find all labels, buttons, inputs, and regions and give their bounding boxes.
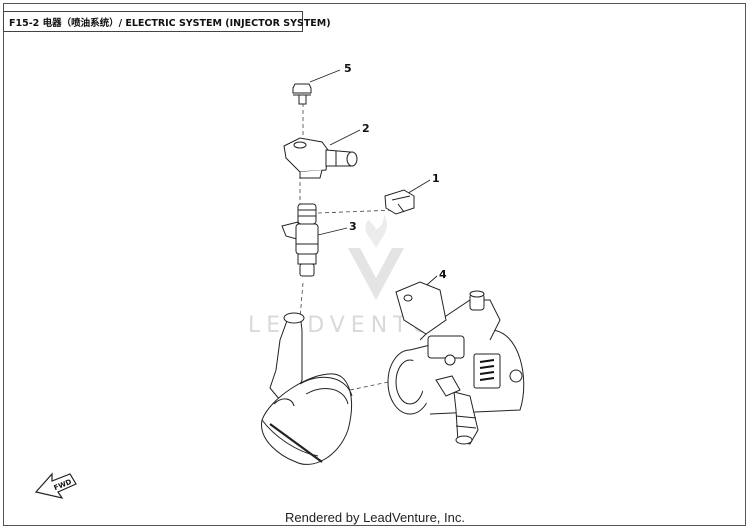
page-title: F15-2 电器（喷油系统）/ ELECTRIC SYSTEM (INJECTO… <box>9 17 331 29</box>
spigot-rib-2 <box>455 425 477 429</box>
retaining-clip-part-1 <box>384 189 415 215</box>
leader-1 <box>404 179 431 196</box>
watermark-flame-logo <box>365 214 387 248</box>
footer-text: Rendered by LeadVenture, Inc. <box>285 510 465 525</box>
callout-1[interactable]: 1 <box>432 172 440 185</box>
callout-5[interactable]: 5 <box>344 62 352 75</box>
throttle-lower-spigot <box>453 391 479 445</box>
leader-injector-to-intake <box>299 282 304 319</box>
throttle-pulley <box>509 369 523 383</box>
throttle-label-area <box>473 353 501 389</box>
watermark-v-logo <box>348 248 404 300</box>
fuel-nipple-end <box>346 151 358 167</box>
throttle-body-part-4 <box>387 281 525 445</box>
callout-4[interactable]: 4 <box>439 268 447 281</box>
fuel-injector-part-3 <box>281 203 319 277</box>
leader-lines <box>299 103 399 391</box>
idle-valve-cap <box>469 290 485 298</box>
throttle-side-boss <box>435 375 461 397</box>
leader-5 <box>309 69 341 83</box>
throttle-screw <box>444 354 456 366</box>
leader-3 <box>317 227 348 236</box>
injector-lower <box>297 253 317 265</box>
bolt-shank <box>298 94 307 105</box>
clip-edge <box>391 195 411 201</box>
forward-arrow-icon: FWD <box>34 472 77 499</box>
throttle-sensor <box>427 335 465 359</box>
diagram-frame <box>3 3 746 526</box>
injector-clamp-part-2 <box>283 137 358 179</box>
callout-3[interactable]: 3 <box>349 220 357 233</box>
bolt-part-5 <box>292 83 312 105</box>
callout-leaders <box>309 69 438 299</box>
injector-body <box>295 223 319 255</box>
callout-2[interactable]: 2 <box>362 122 370 135</box>
boot-rib-2 <box>305 388 349 405</box>
clamp-bolt-hole <box>293 141 307 149</box>
boot-flange <box>269 423 323 463</box>
intake-manifold <box>261 312 353 465</box>
injector-nozzle <box>299 263 315 277</box>
bracket-hole <box>403 294 413 302</box>
spigot-end <box>455 435 473 445</box>
manifold-injector-port <box>283 312 305 324</box>
leader-injector-to-clip <box>317 209 396 214</box>
boot-rib-1 <box>299 376 353 397</box>
clip-body <box>384 189 415 215</box>
throttle-label-marks <box>479 359 495 381</box>
injector-top <box>297 203 317 225</box>
clamp-body <box>283 137 329 173</box>
title-box: F15-2 电器（喷油系统）/ ELECTRIC SYSTEM (INJECTO… <box>3 11 331 32</box>
fwd-arrow-shape <box>34 472 77 499</box>
leader-intake-to-throttle <box>349 379 399 391</box>
leader-2 <box>329 129 361 146</box>
bolt-head <box>292 83 312 94</box>
footer: Rendered by LeadVenture, Inc. <box>0 510 750 525</box>
clip-slot <box>397 203 405 213</box>
boot-seam <box>273 398 295 407</box>
clamp-foot <box>299 169 323 179</box>
spigot-rib-1 <box>455 415 477 419</box>
